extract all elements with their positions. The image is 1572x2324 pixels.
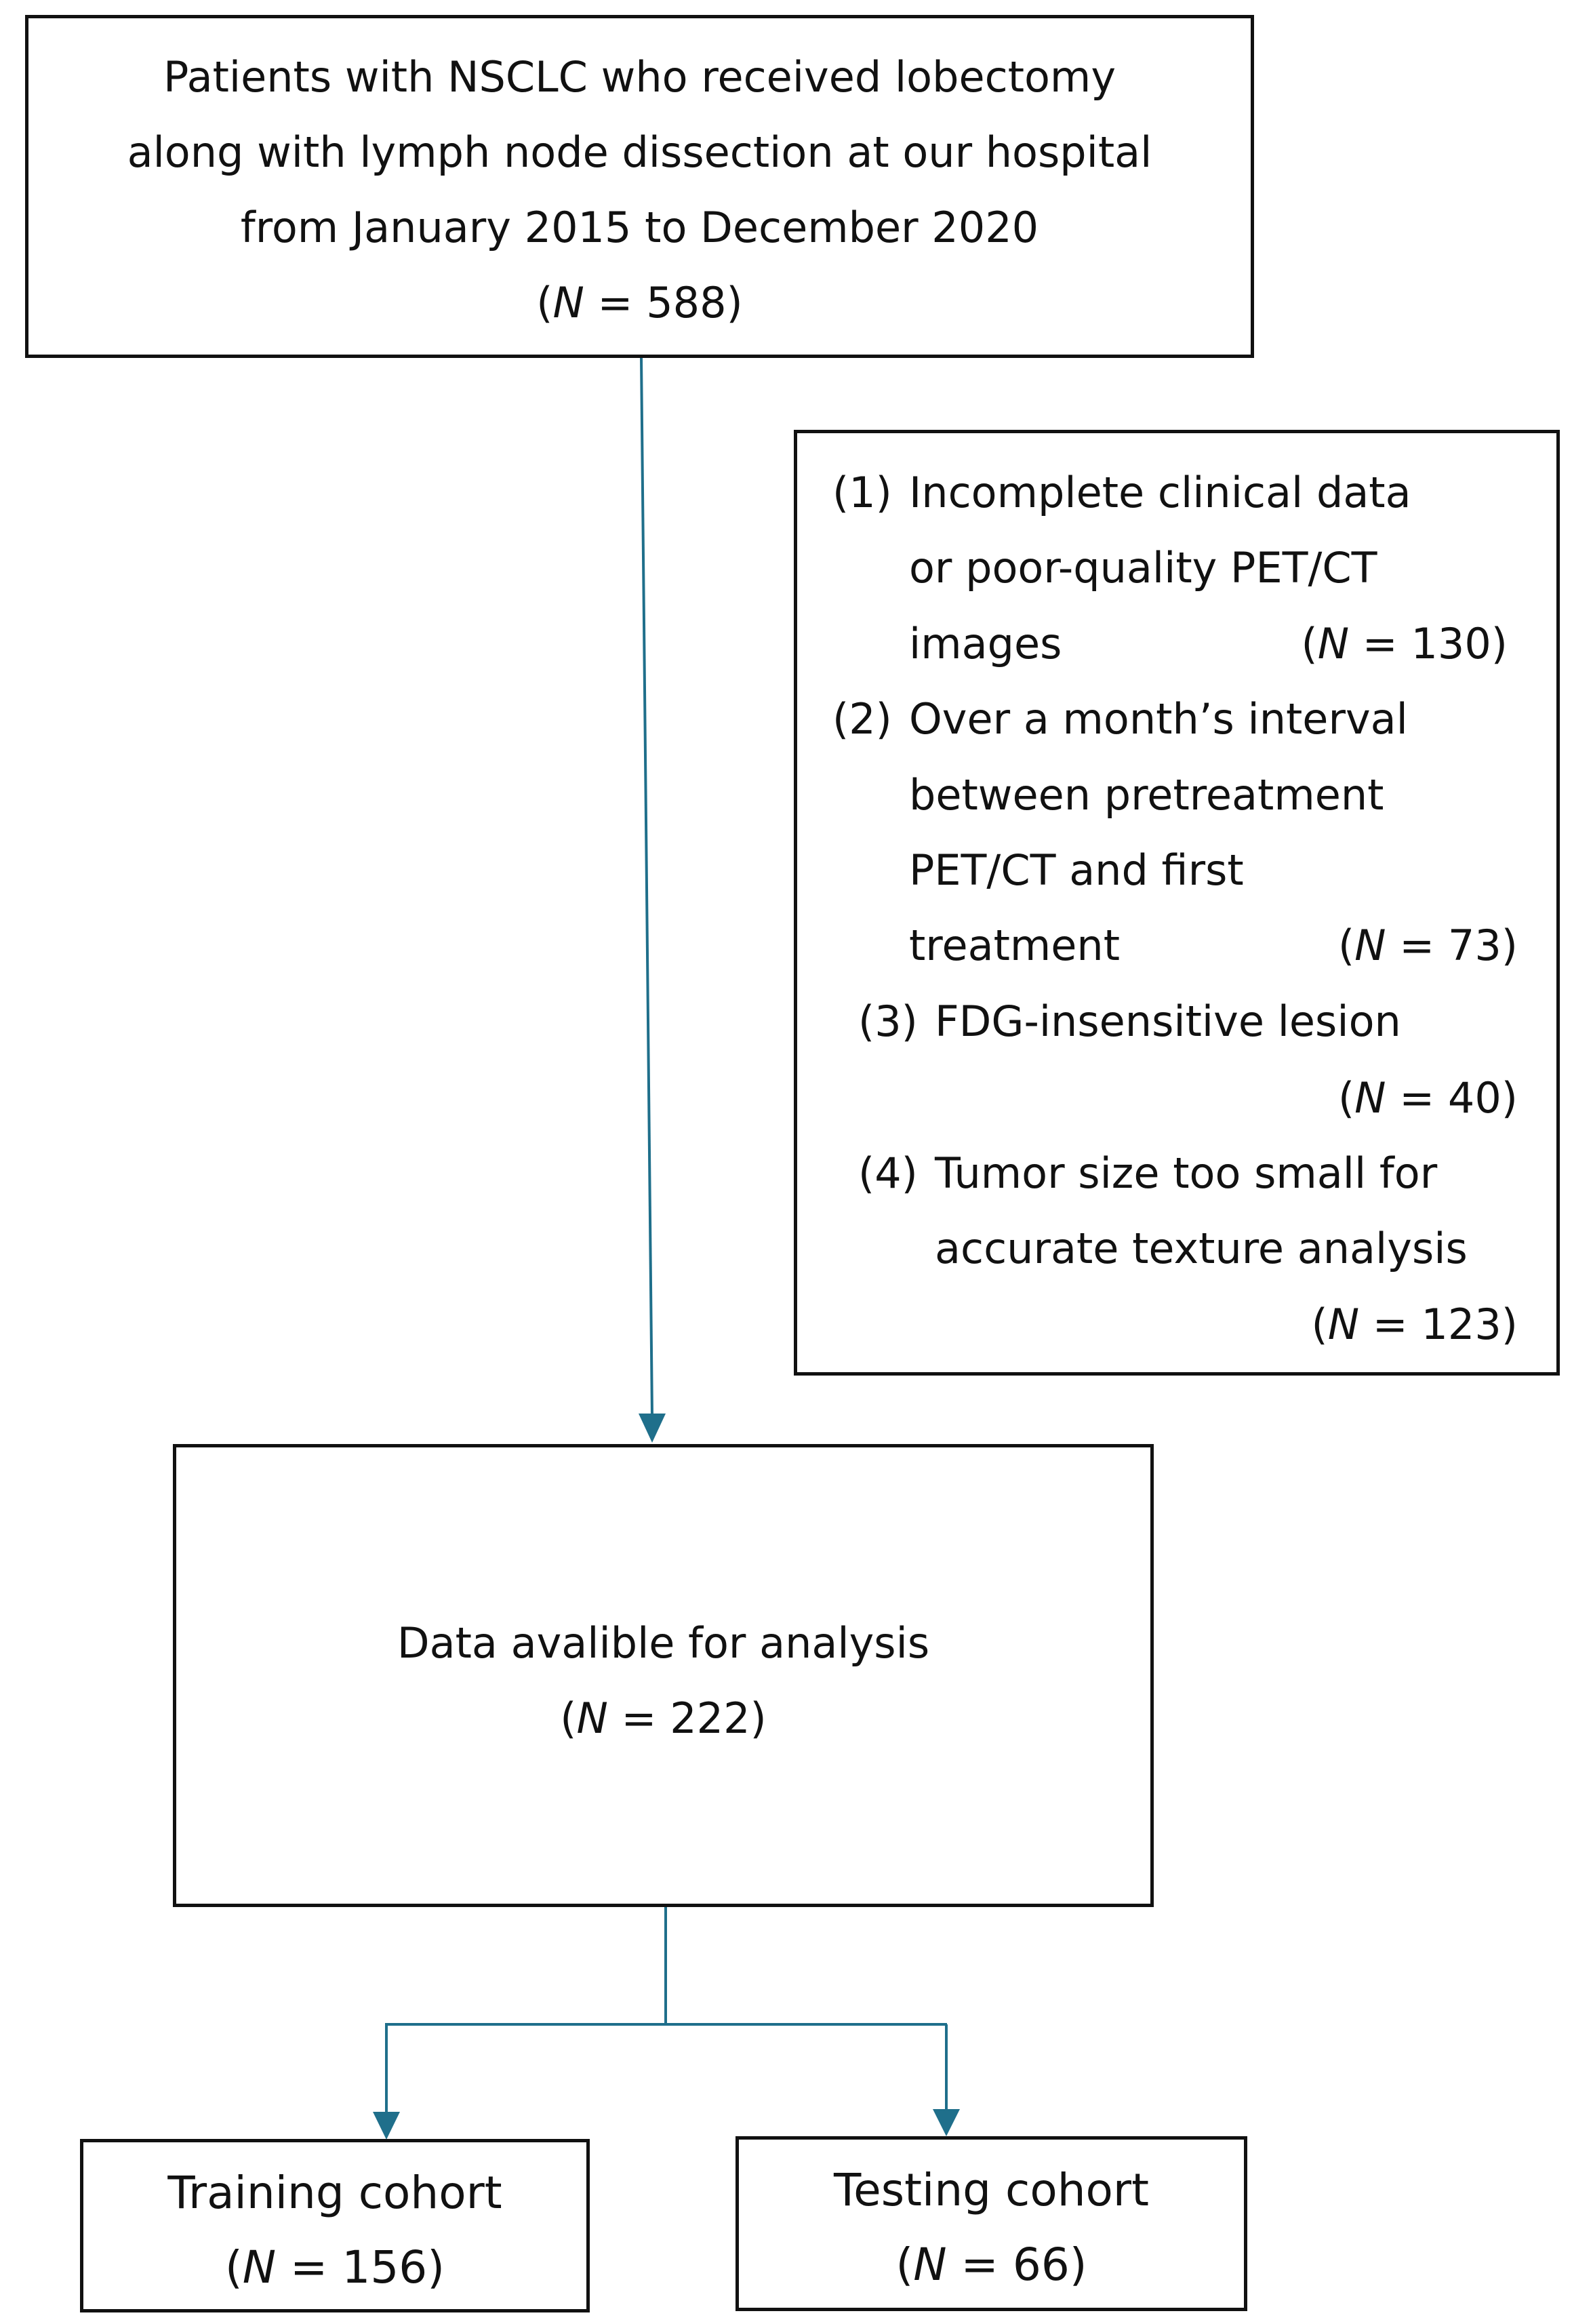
exclusion-4-marker: (4): [858, 1148, 918, 1198]
testing-count: (N = 66): [739, 2243, 1244, 2287]
source-box: Patients with NSCLC who received lobecto…: [25, 15, 1254, 358]
training-count-n: N: [242, 2241, 277, 2293]
exclusion-4-count-open: (: [1311, 1300, 1328, 1349]
exclusion-3-count-n: N: [1354, 1073, 1386, 1123]
exclusion-3-marker: (3): [858, 997, 918, 1046]
arrow-source-to-analysis: [640, 357, 653, 1418]
source-count-n: N: [552, 278, 584, 327]
exclusion-2-line-3: PET/CT and first: [909, 845, 1244, 895]
training-box: Training cohort (N = 156): [80, 2139, 590, 2312]
training-count-value: = 156): [276, 2241, 445, 2293]
analysis-count: (N = 222): [176, 1698, 1150, 1740]
exclusion-2-line-4: treatment: [909, 921, 1121, 970]
source-line-2: along with lymph node dissection at our …: [127, 127, 1152, 177]
training-label: Training cohort: [167, 2167, 502, 2219]
exclusion-box: (1) Incomplete clinical data or poor-qua…: [794, 430, 1560, 1376]
exclusion-2-line-2: between pretreatment: [909, 770, 1384, 820]
analysis-count-open: (: [560, 1694, 577, 1743]
testing-count-value: = 66): [946, 2239, 1087, 2291]
source-line-3: from January 2015 to December 2020: [240, 203, 1039, 252]
exclusion-2-count-open: (: [1337, 921, 1355, 970]
exclusion-4-count-value: = 123): [1359, 1300, 1518, 1349]
exclusion-4-count-n: N: [1327, 1300, 1360, 1349]
exclusion-1-line-2: or poor-quality PET/CT: [909, 543, 1377, 593]
exclusion-1-marker: (1): [832, 468, 892, 517]
exclusion-3-count-open: (: [1337, 1073, 1355, 1123]
exclusion-3-line-1: FDG-insensitive lesion: [935, 997, 1401, 1046]
source-count-value: = 588): [584, 278, 743, 327]
source-count: (N = 588): [28, 282, 1251, 324]
analysis-count-value: = 222): [607, 1694, 767, 1743]
testing-label: Testing cohort: [834, 2164, 1149, 2216]
exclusion-2-marker: (2): [832, 694, 892, 744]
exclusion-4-line-1: Tumor size too small for: [935, 1148, 1438, 1198]
testing-count-open: (: [895, 2239, 914, 2291]
arrowhead-training: [373, 2112, 400, 2140]
exclusion-2-line-1: Over a month’s interval: [909, 694, 1408, 744]
exclusion-3-count: (N = 40): [1338, 1077, 1518, 1119]
training-count: (N = 156): [83, 2245, 586, 2290]
exclusion-4-count: (N = 123): [1312, 1304, 1518, 1346]
exclusion-2-count-value: = 73): [1386, 921, 1518, 970]
exclusion-2-count: (N = 73): [1338, 925, 1518, 967]
analysis-box: Data avalible for analysis (N = 222): [173, 1444, 1154, 1907]
arrowhead-analysis: [639, 1414, 666, 1443]
analysis-label: Data avalible for analysis: [397, 1618, 930, 1668]
testing-box: Testing cohort (N = 66): [735, 2136, 1247, 2311]
exclusion-1-count-n: N: [1317, 619, 1350, 668]
exclusion-1-count-value: = 130): [1349, 619, 1508, 668]
exclusion-2-count-n: N: [1354, 921, 1386, 970]
source-count-open: (: [536, 278, 553, 327]
testing-count-n: N: [913, 2239, 947, 2291]
exclusion-1-line-3: images: [909, 619, 1062, 668]
arrowhead-testing: [933, 2109, 960, 2136]
source-line-1: Patients with NSCLC who received lobecto…: [163, 52, 1116, 102]
exclusion-3-count-value: = 40): [1386, 1073, 1518, 1123]
exclusion-1-count-open: (: [1301, 619, 1318, 668]
exclusion-1-count: (N = 130): [1302, 623, 1508, 665]
training-count-open: (: [224, 2241, 243, 2293]
analysis-count-n: N: [576, 1694, 608, 1743]
exclusion-4-line-2: accurate texture analysis: [935, 1224, 1468, 1273]
exclusion-1-line-1: Incomplete clinical data: [909, 468, 1411, 517]
